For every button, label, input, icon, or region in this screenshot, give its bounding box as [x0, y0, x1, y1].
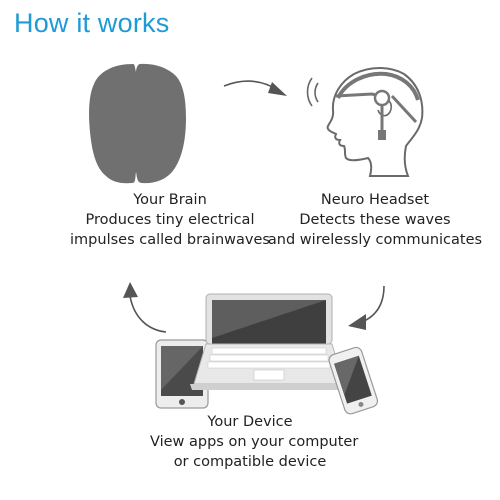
headset-line-1: Detects these waves	[299, 212, 451, 228]
device-line-2: or compatible device	[173, 454, 327, 470]
brain-line-1: Produces tiny electrical	[85, 212, 255, 228]
headset-heading: Neuro Headset	[320, 192, 430, 208]
device-caption: Your Device View apps on your computer o…	[150, 412, 359, 472]
headset-line-2: and wirelessly communicates	[267, 232, 483, 248]
brain-heading: Your Brain	[133, 192, 207, 208]
device-heading: Your Device	[207, 414, 293, 430]
device-line-1: View apps on your computer	[150, 434, 359, 450]
brain-line-2: impulses called brainwaves	[70, 232, 270, 248]
headset-caption: Neuro Headset Detects these waves and wi…	[255, 190, 495, 250]
brain-caption: Your Brain Produces tiny electrical impu…	[50, 190, 290, 250]
page-title: How it works	[14, 8, 170, 38]
